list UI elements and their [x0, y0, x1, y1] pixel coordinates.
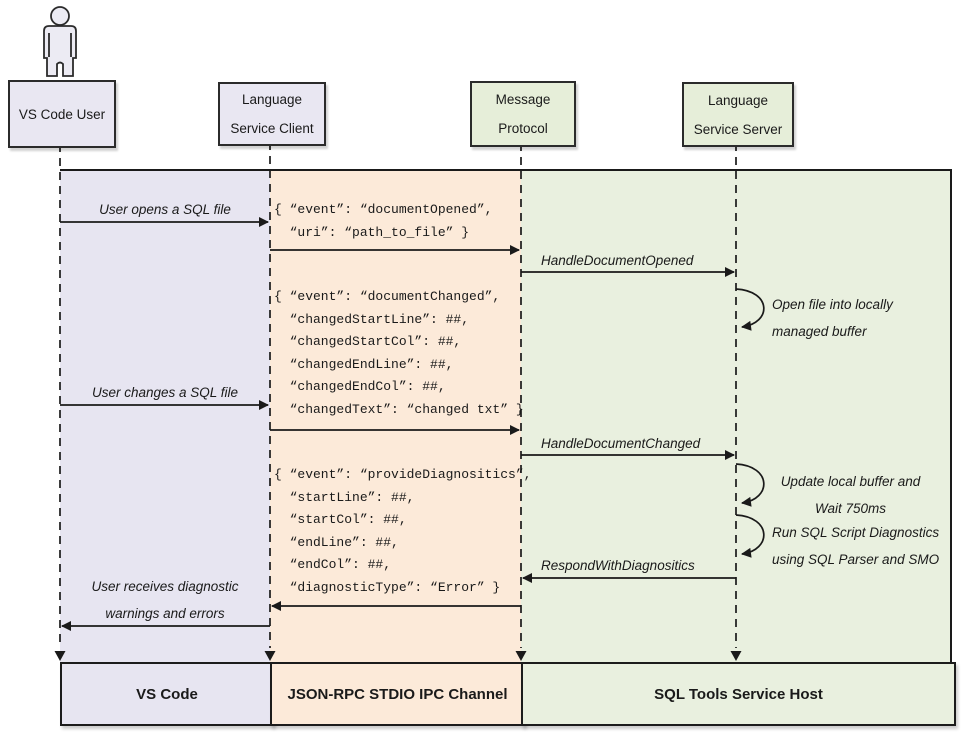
json-document-changed: { “event”: “documentChanged”, “changedSt… [274, 289, 524, 417]
note-update-buffer: Update local buffer and Wait 750ms [780, 474, 921, 516]
person-icon [43, 6, 77, 77]
actor-box-vscode-user: VS Code User [8, 80, 116, 148]
footer-label-host: SQL Tools Service Host [654, 685, 823, 703]
lane-vscode [60, 170, 270, 722]
footer-box-host: SQL Tools Service Host [521, 662, 956, 726]
label-respond-with-diagnostics: RespondWithDiagnositics [541, 558, 695, 573]
label-user-receives: User receives diagnostic warnings and er… [91, 579, 239, 621]
actor-box-service-client: Language Service Client [218, 82, 326, 146]
label-handle-document-changed: HandleDocumentChanged [541, 436, 701, 451]
json-provide-diagnostics: { “event”: “provideDiagnositics”, “start… [274, 467, 532, 595]
label-user-changes: User changes a SQL file [91, 385, 239, 400]
note-open-file-buffer: Open file into locally managed buffer [772, 297, 893, 339]
footer-box-channel: JSON-RPC STDIO IPC Channel [270, 662, 525, 726]
actor-box-message-protocol: Message Protocol [470, 81, 576, 147]
footer-label-vscode: VS Code [136, 685, 198, 703]
label-handle-document-opened: HandleDocumentOpened [541, 253, 694, 268]
note-run-diagnostics: Run SQL Script Diagnostics using SQL Par… [772, 525, 940, 567]
footer-box-vscode: VS Code [60, 662, 274, 726]
json-document-opened: { “event”: “documentOpened”, “uri”: “pat… [274, 202, 493, 240]
lane-channel [270, 170, 521, 722]
label-user-opens: User opens a SQL file [99, 202, 231, 217]
footer-label-channel: JSON-RPC STDIO IPC Channel [287, 685, 508, 703]
actor-box-service-server: Language Service Server [682, 82, 794, 147]
